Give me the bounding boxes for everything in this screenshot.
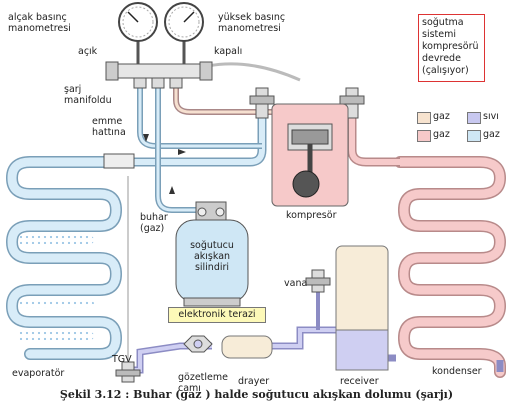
legend-label: gaz	[433, 111, 450, 122]
open-label: açık	[78, 46, 98, 57]
vapor-label: buhar(gaz)	[140, 212, 168, 234]
compressor	[271, 103, 349, 207]
low-pressure-gauge	[118, 2, 158, 64]
status-line: kompresörü	[422, 41, 479, 52]
closed-label: kapalı	[214, 46, 243, 57]
suction-service-valve[interactable]	[249, 87, 275, 119]
expansion-valve-tgv	[115, 361, 141, 383]
status-line: soğutma	[422, 17, 464, 28]
closed-valve-knob[interactable]	[199, 61, 213, 81]
legend-swatch-liquid	[467, 112, 481, 124]
figure-caption: Şekil 3.12 : Buhar (gaz ) halde soğutucu…	[59, 388, 454, 401]
condenser-coil	[394, 156, 507, 378]
status-line: (çalışıyor)	[422, 65, 469, 76]
receiver	[335, 245, 389, 371]
status-line: devrede	[422, 53, 461, 64]
refrigerant-cylinder	[175, 201, 249, 307]
charge-manifold[interactable]	[105, 61, 213, 89]
legend-label: gaz	[433, 129, 450, 140]
status-line: sistemi	[422, 29, 457, 40]
legend-label: sıvı	[483, 111, 499, 122]
evaporator-coil	[5, 156, 126, 360]
receiver-valve[interactable]	[305, 269, 331, 293]
filter-dryer	[221, 335, 273, 359]
legend-swatch-gas-blue	[467, 130, 481, 142]
filter	[103, 153, 135, 169]
status-box: soğutma sistemi kompresörü devrede (çalı…	[418, 14, 485, 82]
dryer-label: drayer	[238, 376, 270, 387]
high-pressure-gauge	[164, 2, 204, 64]
discharge-line	[347, 118, 400, 167]
discharge-service-valve[interactable]	[339, 87, 365, 119]
sight-glass	[183, 335, 213, 353]
legend-label: gaz	[483, 129, 500, 140]
condenser-label: kondenser	[432, 366, 482, 377]
compressor-label: kompresör	[286, 210, 337, 221]
tgv-label: TGV	[112, 354, 132, 365]
receiver-label: receiver	[340, 376, 379, 387]
manifold-hoses	[137, 62, 355, 213]
flow-arrows	[143, 134, 186, 194]
legend-swatch-gas-pink	[417, 130, 431, 142]
suction-line	[103, 118, 267, 169]
legend-swatch-gas-cream	[417, 112, 431, 124]
valve-label: vana	[284, 278, 308, 289]
open-valve-knob[interactable]	[105, 61, 119, 81]
electronic-scale: elektronik terazi	[168, 307, 266, 323]
evaporator-label: evaporatör	[12, 368, 65, 379]
